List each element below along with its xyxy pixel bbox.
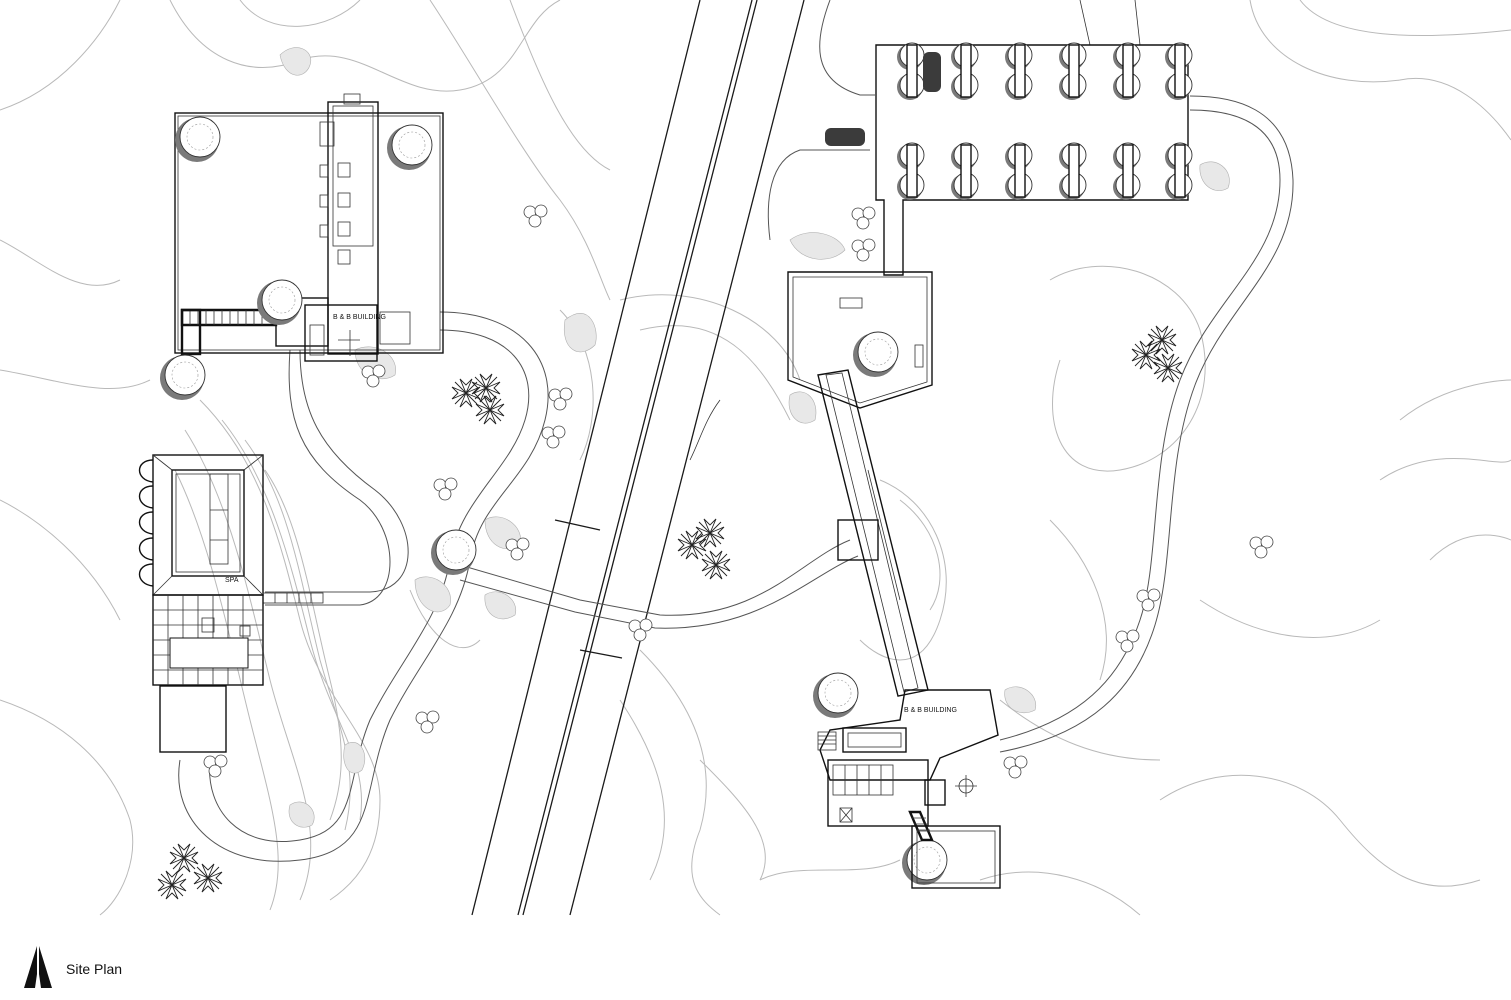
spa-building: SPA	[138, 454, 324, 604]
covered-walkway	[817, 369, 929, 697]
east-pavilion	[787, 271, 933, 409]
parking-lot	[825, 42, 1193, 276]
plan-legend: Site Plan	[22, 944, 222, 990]
contour-lines	[0, 0, 1511, 916]
main-road	[471, 0, 805, 916]
spa-label: SPA	[225, 577, 239, 584]
bb-building-label-north: B & B BUILDING	[333, 314, 386, 321]
bb-building-label-south: B & B BUILDING	[904, 707, 957, 714]
shrub-clusters	[203, 204, 1274, 779]
north-arrow-icon	[24, 946, 52, 988]
plan-title: Site Plan	[66, 961, 123, 977]
spa-deck	[152, 594, 264, 753]
site-paths	[178, 0, 1294, 862]
west-bb-building: B & B BUILDING	[174, 93, 444, 362]
east-bb-building: B & B BUILDING	[817, 689, 1001, 889]
car-icon	[923, 52, 941, 92]
